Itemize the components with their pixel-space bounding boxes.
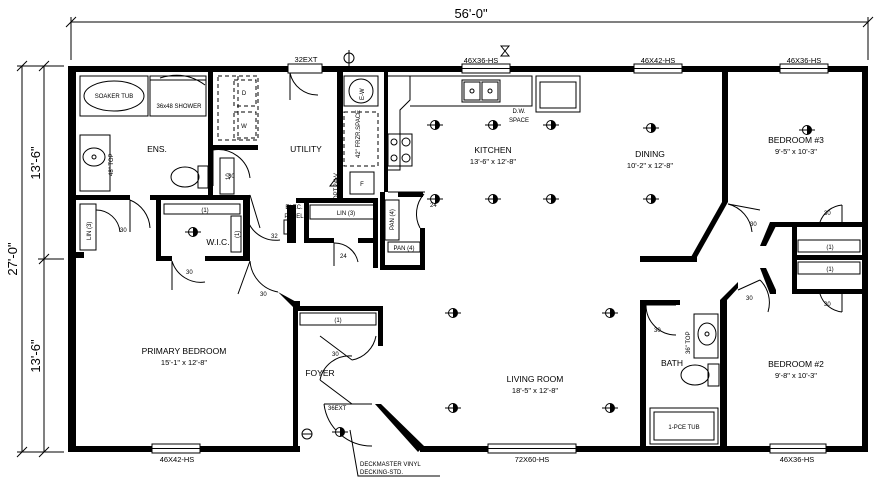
wic-shelf-label-2: (1)	[235, 231, 241, 238]
ens-toilet-icon	[170, 165, 209, 189]
living-room-size: 18'-5" x 12'-8"	[512, 386, 558, 395]
primary-bedroom-size: 15'-1" x 12'-8"	[161, 358, 207, 367]
foyer-shelf-label: (1)	[334, 318, 341, 324]
door-width-utility: 30	[228, 174, 235, 180]
wic-name: W.I.C.	[206, 237, 229, 247]
shower-label: 36x48 SHOWER	[156, 104, 202, 110]
window-label-dining: 46X42-HS	[641, 56, 676, 65]
deck-note-line1: DECKMASTER VINYL	[360, 462, 421, 468]
door-width-bed3-closet: 30	[824, 211, 831, 217]
soaker-tub-label: SOAKER TUB	[95, 94, 134, 100]
window-label-kitchen: 46X36-HS	[464, 56, 499, 65]
deck-note-line2: DECKING-STD.	[360, 470, 403, 476]
tub-label: 1-PCE TUB	[668, 425, 699, 431]
panel-label: PANEL	[284, 214, 304, 220]
dw-space-label-2: SPACE	[509, 118, 529, 124]
furnace-label: F	[360, 182, 364, 188]
shower-icon: 36x48 SHOWER	[149, 74, 207, 117]
door-width-hall: 32	[271, 234, 278, 240]
deck-note: DECKMASTER VINYL DECKING-STD.	[301, 428, 440, 477]
door-width-bed2: 30	[746, 296, 753, 302]
front-door-label: 36EXT	[328, 406, 347, 412]
bedroom-closets: (1) (1)	[797, 239, 861, 275]
utility-name: UTILITY	[290, 144, 322, 154]
bedroom3-size: 9'-5" x 10'-3"	[775, 147, 817, 156]
door-width-bath: 30	[654, 328, 661, 334]
foyer-closet: (1)	[299, 312, 377, 326]
laundry-area: D W 10	[217, 75, 259, 195]
opt-24lv-label: OPT.24LV	[334, 173, 340, 200]
windows	[151, 63, 829, 454]
soaker-tub-icon: SOAKER TUB	[79, 75, 149, 117]
bath-fixtures: 36" TOP 1-PCE TUB	[649, 313, 720, 445]
electrical-panel-icon: ELEC. PANEL	[283, 205, 304, 235]
left-dimension: 27'-0" 13'-6" 13'-6"	[5, 60, 64, 458]
lower-depth-label: 13'-6"	[28, 339, 43, 373]
interior-walls	[76, 72, 862, 452]
linen-label-utility: LIN (3)	[337, 211, 355, 217]
door-width-ens: 30	[120, 228, 127, 234]
overall-depth-label: 27'-0"	[5, 242, 20, 276]
top-dimension: 56'-0"	[65, 6, 874, 60]
bedroom2-name: BEDROOM #2	[768, 359, 824, 369]
bed3-shelf-label: (1)	[826, 245, 833, 251]
window-label-primary: 46X42-HS	[160, 455, 195, 464]
foyer-name: FOYER	[305, 368, 334, 378]
door-width-wic: 30	[186, 270, 193, 276]
ceiling-lights	[185, 120, 815, 437]
elec-label: ELEC.	[285, 205, 303, 211]
dw-space-label-1: D.W.	[513, 109, 526, 115]
door-width-primary: 30	[260, 292, 267, 298]
linen-label-ens: LIN (3)	[87, 222, 93, 240]
pantry-label-1: PAN (4)	[390, 209, 396, 230]
ens-vanity-icon: 48" TOP	[79, 134, 115, 192]
bed2-shelf-label: (1)	[826, 267, 833, 273]
washer-label: W	[241, 124, 247, 130]
water-heater-icon: E-W	[343, 75, 379, 107]
door-width-labels: 30 30 30 32 30 24 24 30 30 30 30 30 30 3…	[120, 174, 831, 412]
furnace-icon: F OPT.24LV	[329, 171, 375, 200]
exterior-hose-bib-icon	[343, 45, 511, 66]
kitchen-counters: D.W. SPACE	[387, 75, 581, 193]
door-width-bed2-closet: 30	[824, 302, 831, 308]
door-width-bed3: 30	[750, 222, 757, 228]
living-room-name: LIVING ROOM	[507, 374, 564, 384]
dining-size: 10'-2" x 12'-8"	[627, 161, 673, 170]
door-width-pantry: 24	[340, 254, 347, 260]
ens-top-label: 48" TOP	[109, 153, 115, 176]
bath-top-label: 36" TOP	[686, 331, 692, 354]
pantry-label-2: PAN (4)	[394, 246, 415, 252]
freezer-space: 42" FRZR.SPACE	[343, 110, 379, 167]
overall-width-label: 56'-0"	[454, 6, 488, 21]
dining-name: DINING	[635, 149, 665, 159]
kitchen-size: 13'-6" x 12'-8"	[470, 157, 516, 166]
door-width-pantry2: 24	[430, 203, 437, 209]
bath-name: BATH	[661, 358, 683, 368]
window-label-bedroom2: 46X36-HS	[780, 455, 815, 464]
exterior-walls	[68, 66, 868, 452]
window-label-32ext: 32EXT	[295, 55, 318, 64]
ens-name: ENS.	[147, 144, 167, 154]
upper-depth-label: 13'-6"	[28, 146, 43, 180]
kitchen-name: KITCHEN	[474, 145, 511, 155]
window-label-living: 72X60-HS	[515, 455, 550, 464]
window-label-bedroom3: 46X36-HS	[787, 56, 822, 65]
doors	[95, 72, 843, 447]
linen-closets: LIN (3) LIN (3)	[79, 203, 375, 251]
ten-label: 10	[226, 173, 232, 180]
ew-label: E-W	[360, 88, 366, 100]
dryer-label: D	[242, 91, 247, 97]
pantries: PAN (4) PAN (4)	[384, 199, 421, 253]
door-width-foyer-closet: 30	[332, 352, 339, 358]
bedroom2-size: 9'-8" x 10'-3"	[775, 371, 817, 380]
wic-shelves: (1) (1)	[163, 203, 242, 253]
freezer-space-label: 42" FRZR.SPACE	[356, 110, 362, 158]
bedroom3-name: BEDROOM #3	[768, 135, 824, 145]
wic-shelf-label-1: (1)	[201, 208, 208, 214]
primary-bedroom-name: PRIMARY BEDROOM	[142, 346, 227, 356]
